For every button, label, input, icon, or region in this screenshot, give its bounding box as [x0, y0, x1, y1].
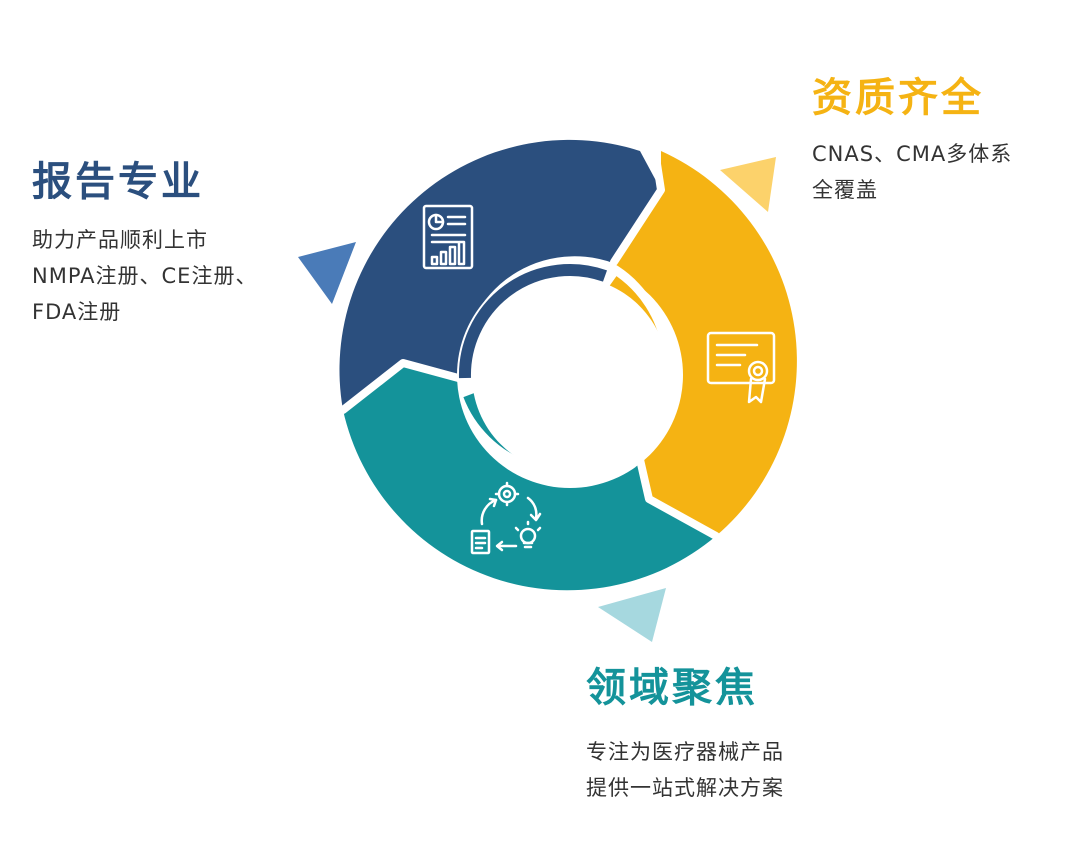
inner-center-circle	[472, 277, 668, 473]
segment-report	[339, 139, 661, 410]
section-focus-line: 提供一站式解决方案	[586, 776, 784, 800]
section-focus-description: 专注为医疗器械产品 提供一站式解决方案	[586, 734, 784, 806]
section-focus-line: 专注为医疗器械产品	[586, 740, 784, 764]
section-report-line: FDA注册	[32, 300, 122, 324]
section-focus: 领域聚焦 专注为医疗器械产品 提供一站式解决方案	[586, 662, 784, 806]
seam-focus-report	[339, 359, 466, 414]
certificate-icon	[706, 331, 776, 404]
section-qualification-description: CNAS、CMA多体系 全覆盖	[812, 136, 1012, 208]
section-focus-title: 领域聚焦	[586, 665, 758, 711]
section-report-description: 助力产品顺利上市 NMPA注册、CE注册、 FDA注册	[32, 222, 257, 330]
seam-report-qualification	[610, 147, 665, 266]
triangle-pointer-teal	[598, 588, 666, 642]
report-chart-icon	[422, 204, 474, 270]
section-qualification-line: 全覆盖	[812, 178, 878, 202]
inner-ring-report	[458, 263, 607, 379]
section-report: 报告专业 助力产品顺利上市 NMPA注册、CE注册、 FDA注册	[32, 156, 257, 330]
triangle-pointer-blue	[298, 242, 356, 304]
section-qualification-line: CNAS、CMA多体系	[812, 142, 1013, 166]
section-report-line: NMPA注册、CE注册、	[32, 264, 258, 288]
section-report-title: 报告专业	[32, 159, 204, 205]
triangle-pointer-yellow	[720, 157, 776, 212]
section-qualification: 资质齐全 CNAS、CMA多体系 全覆盖	[812, 72, 1012, 208]
process-cycle-icon	[470, 481, 542, 555]
section-report-line: 助力产品顺利上市	[32, 228, 208, 252]
section-qualification-title: 资质齐全	[812, 75, 984, 121]
